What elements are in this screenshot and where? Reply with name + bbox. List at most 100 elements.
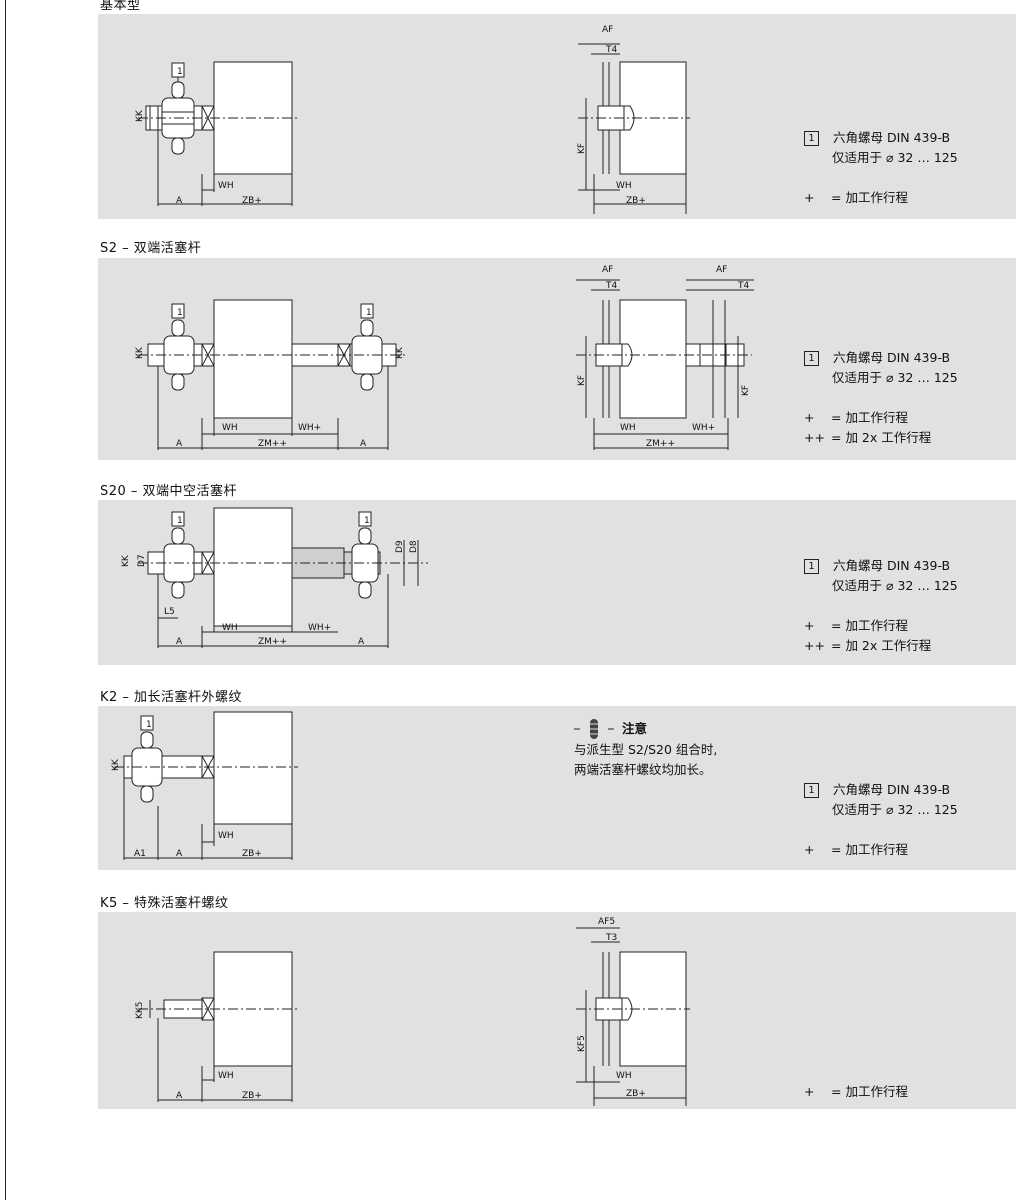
drawing-s2: KK 1 1 KK A WH WH+ ZM++ A AF T4 AF T4 KF… (135, 265, 754, 450)
dim-ZB: ZB+ (242, 849, 262, 859)
legend-dplus-symbol: ++ (804, 638, 825, 653)
dim-T4: T4 (605, 45, 617, 55)
legend-plus-symbol: + (804, 618, 815, 633)
dim-D8: D8 (409, 540, 419, 553)
legend-dplus-symbol: ++ (804, 430, 825, 445)
dim-KF: KF (577, 375, 587, 386)
dim-KK-right: KK (395, 346, 405, 359)
drawing-k5: KK5 A WH ZB+ AF5 T3 KF5 WH ZB+ (135, 917, 690, 1106)
dim-A: A (176, 637, 183, 647)
legend-plus-symbol: + (804, 1084, 815, 1099)
note-title: 注意 (622, 721, 648, 736)
dim-KF: KF (577, 143, 587, 154)
dim-ZB-right: ZB+ (626, 1089, 646, 1099)
legend-plus-text: = 加工作行程 (831, 1084, 908, 1099)
nut-number-right: 1 (364, 516, 370, 526)
dim-A: A (176, 1091, 183, 1101)
panel-s2: KK 1 1 KK A WH WH+ ZM++ A AF T4 AF T4 KF… (98, 258, 1016, 460)
dim-WH-plus: WH+ (298, 423, 321, 433)
legend-dplus-text: = 加 2x 工作行程 (831, 638, 932, 653)
note-block: 注意 与派生型 S2/S20 组合时, 两端活塞杆螺纹均加长。 (574, 718, 717, 780)
legend-dplus-text: = 加 2x 工作行程 (831, 430, 932, 445)
dim-AF-right: AF (716, 265, 727, 275)
legend-nut-text: 六角螺母 DIN 439-B (833, 130, 951, 145)
dim-ZM: ZM++ (258, 637, 287, 647)
legend-plus-symbol: + (804, 842, 815, 857)
dim-A-right: A (360, 439, 367, 449)
dim-ZB: ZB+ (242, 1091, 262, 1101)
legend-nut-text: 六角螺母 DIN 439-B (833, 782, 951, 797)
dim-AF: AF (602, 265, 613, 275)
dim-WH: WH (218, 1071, 234, 1081)
dim-KF-right: KF (741, 385, 751, 396)
dim-KK5: KK5 (135, 1001, 145, 1019)
nut-legend-box: 1 (804, 558, 819, 574)
dim-A-right: A (358, 637, 365, 647)
panel-k5: KK5 A WH ZB+ AF5 T3 KF5 WH ZB+ + = 加工作行程 (98, 912, 1016, 1109)
dim-T4-right: T4 (737, 281, 749, 291)
dim-D7: D7 (137, 554, 147, 567)
dim-ZM-r: ZM++ (646, 439, 675, 449)
section-title-k2: K2 – 加长活塞杆外螺纹 (100, 690, 243, 705)
dim-T3: T3 (605, 933, 617, 943)
panel-s20: KK D7 1 1 D9 D8 L5 A WH WH+ ZM++ A 1 六角螺母… (98, 500, 1016, 665)
panel-basic: KK 1 A WH ZB+ AF T4 KF WH ZB+ 1 六角螺母 DIN … (98, 14, 1016, 219)
legend-nut-range: 仅适用于 ⌀ 32 … 125 (832, 802, 958, 817)
dim-KF5: KF5 (577, 1035, 587, 1052)
nut-number: 1 (177, 308, 183, 318)
panel-k2: KK 1 A1 A WH ZB+ 1 六角螺母 DIN 439-B 仅适用于 ⌀ … (98, 706, 1016, 870)
nut-number: 1 (146, 720, 152, 730)
legend-basic: 1 六角螺母 DIN 439-B 仅适用于 ⌀ 32 … 125 + = 加工作行程 (804, 128, 958, 208)
legend-nut-range: 仅适用于 ⌀ 32 … 125 (832, 150, 958, 165)
dim-WH: WH (222, 623, 238, 633)
dim-WH-plus-r: WH+ (692, 423, 715, 433)
dim-ZM: ZM++ (258, 439, 287, 449)
note-line-2: 两端活塞杆螺纹均加长。 (574, 762, 712, 777)
drawing-k2: KK 1 A1 A WH ZB+ (111, 711, 298, 860)
nut-legend-box: 1 (804, 782, 819, 798)
section-title-basic: 基本型 (100, 0, 141, 13)
dim-KK: KK (111, 758, 121, 771)
drawing-basic: KK 1 A WH ZB+ AF T4 KF WH ZB+ (135, 25, 690, 214)
legend-nut-text: 六角螺母 DIN 439-B (833, 350, 951, 365)
dim-T4: T4 (605, 281, 617, 291)
legend-nut-range: 仅适用于 ⌀ 32 … 125 (832, 578, 958, 593)
section-title-s2: S2 – 双端活塞杆 (100, 241, 202, 256)
dim-A: A (176, 196, 183, 206)
legend-k2: 1 六角螺母 DIN 439-B 仅适用于 ⌀ 32 … 125 + = 加工作行程 (804, 780, 958, 860)
warning-icon (574, 719, 614, 739)
dim-ZB: ZB+ (242, 196, 262, 206)
dim-A: A (176, 849, 183, 859)
legend-plus-text: = 加工作行程 (831, 410, 908, 425)
nut-legend-box: 1 (804, 350, 819, 366)
dim-WH-right: WH (616, 181, 632, 191)
section-title-k5: K5 – 特殊活塞杆螺纹 (100, 896, 229, 911)
dim-A: A (176, 439, 183, 449)
dim-WH-right: WH (616, 1071, 632, 1081)
nut-legend-box: 1 (804, 130, 819, 146)
dim-L5: L5 (164, 607, 175, 617)
dim-WH: WH (218, 831, 234, 841)
legend-nut-range: 仅适用于 ⌀ 32 … 125 (832, 370, 958, 385)
legend-nut-text: 六角螺母 DIN 439-B (833, 558, 951, 573)
dim-D9: D9 (395, 540, 405, 553)
dim-A1: A1 (134, 849, 146, 859)
nut-marker-box (171, 62, 185, 78)
dim-ZB-right: ZB+ (626, 196, 646, 206)
legend-plus-text: = 加工作行程 (831, 842, 908, 857)
dim-AF: AF (602, 25, 613, 35)
dim-KK: KK (121, 554, 131, 567)
dim-WH: WH (218, 181, 234, 191)
legend-plus-text: = 加工作行程 (831, 190, 908, 205)
nut-number: 1 (177, 516, 183, 526)
dim-KK: KK (135, 346, 145, 359)
legend-plus-symbol: + (804, 190, 815, 205)
dim-WH-r: WH (620, 423, 636, 433)
note-line-1: 与派生型 S2/S20 组合时, (574, 742, 718, 757)
dim-KK: KK (135, 109, 145, 122)
legend-k5: + = 加工作行程 (804, 1082, 908, 1102)
dim-AF5: AF5 (598, 917, 615, 927)
dim-WH-plus: WH+ (308, 623, 331, 633)
